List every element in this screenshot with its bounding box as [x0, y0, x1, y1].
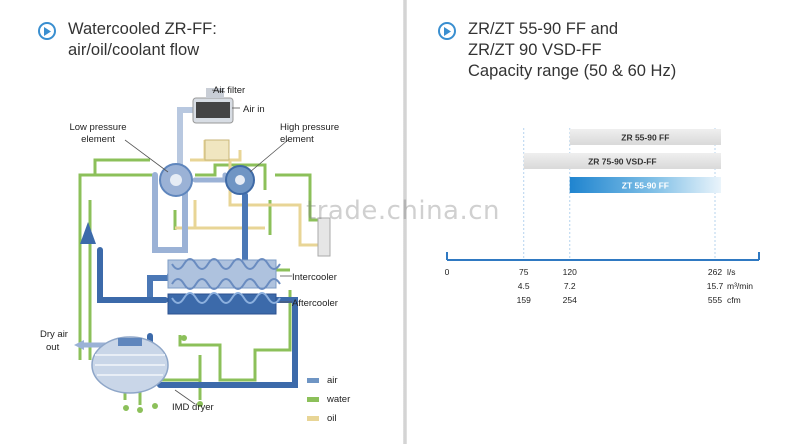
- unit-row-unit: l/s: [727, 267, 736, 277]
- legend: air water oil: [307, 375, 350, 424]
- capacity-bar-label: ZR 75-90 VSD-FF: [588, 157, 657, 167]
- legend-label-water: water: [326, 394, 350, 405]
- capacity-bar: [523, 153, 721, 169]
- air-arrow: [80, 222, 96, 244]
- gearbox-icon: [204, 139, 230, 161]
- low-pressure-label-line1: Low pressure: [69, 122, 126, 133]
- oil-cooler-icon: [317, 217, 331, 257]
- intercooler-icon: [167, 258, 281, 290]
- high-pressure-label-line2: element: [280, 134, 314, 145]
- left-title: Watercooled ZR-FF: air/oil/coolant flow: [68, 19, 217, 61]
- low-pressure-label-line2: element: [81, 134, 115, 145]
- dry-air-label-line1: Dry air: [40, 329, 68, 340]
- drain-drops: [123, 335, 203, 413]
- high-pressure-label-line1: High pressure: [280, 122, 339, 133]
- tick-label: 0: [445, 267, 450, 277]
- right-title: ZR/ZT 55-90 FF and ZR/ZT 90 VSD-FF Capac…: [468, 19, 676, 82]
- right-title-line2: ZR/ZT 90 VSD-FF: [468, 41, 602, 59]
- imd-dryer-icon: [91, 336, 169, 394]
- low-pressure-element-icon: [159, 163, 193, 197]
- intercooler-label: Intercooler: [292, 272, 337, 283]
- right-title-line3: Capacity range (50 & 60 Hz): [468, 62, 677, 80]
- unit-row-value: 7.2: [564, 281, 576, 291]
- right-header: ZR/ZT 55-90 FF and ZR/ZT 90 VSD-FF Capac…: [438, 19, 676, 82]
- right-title-line1: ZR/ZT 55-90 FF and: [468, 20, 619, 38]
- dry-air-label-line2: out: [46, 342, 60, 353]
- unit-row-value: 120: [563, 267, 577, 277]
- unit-row-value: 555: [708, 295, 722, 305]
- capacity-bar: [569, 129, 721, 145]
- capacity-chart: ZR 55-90 FF ZR 75-90 VSD-FF ZT 55-90 FF 0 75…: [445, 128, 760, 305]
- flow-diagram: Air filter Air in Low pressure element H…: [40, 85, 350, 424]
- left-header: Watercooled ZR-FF: air/oil/coolant flow: [38, 19, 217, 61]
- play-icon[interactable]: [38, 22, 56, 40]
- capacity-bar-label: ZT 55-90 FF: [622, 181, 669, 191]
- high-pressure-element-icon: [225, 165, 255, 195]
- legend-label-oil: oil: [327, 413, 337, 424]
- air-filter-label: Air filter: [213, 85, 245, 96]
- unit-row-value: 75: [519, 267, 529, 277]
- left-title-line1: Watercooled ZR-FF:: [68, 20, 217, 38]
- imd-dryer-label: IMD dryer: [172, 402, 214, 413]
- unit-row-value: 254: [563, 295, 577, 305]
- unit-row-unit: m³/min: [727, 281, 753, 291]
- panel-divider: [403, 0, 407, 444]
- dry-air-arrow: [74, 340, 84, 350]
- unit-row-value: 159: [517, 295, 531, 305]
- left-title-line2: air/oil/coolant flow: [68, 41, 200, 59]
- legend-swatch-water: [307, 397, 319, 402]
- legend-swatch-air: [307, 378, 319, 383]
- unit-row-value: 4.5: [518, 281, 530, 291]
- air-in-label: Air in: [243, 104, 265, 115]
- air-filter-icon: [192, 88, 234, 124]
- watermark: trade.china.cn: [306, 196, 501, 226]
- unit-row-value: 15.7: [707, 281, 724, 291]
- unit-row-value: 262: [708, 267, 722, 277]
- capacity-bar-label: ZR 55-90 FF: [621, 133, 669, 143]
- legend-swatch-oil: [307, 416, 319, 421]
- aftercooler-label: Aftercooler: [292, 298, 338, 309]
- capacity-bar: [569, 177, 721, 193]
- unit-row-unit: cfm: [727, 295, 741, 305]
- leader-lines: [124, 89, 292, 405]
- play-icon[interactable]: [438, 22, 456, 40]
- aftercooler-icon: [167, 292, 281, 315]
- legend-label-air: air: [327, 375, 338, 386]
